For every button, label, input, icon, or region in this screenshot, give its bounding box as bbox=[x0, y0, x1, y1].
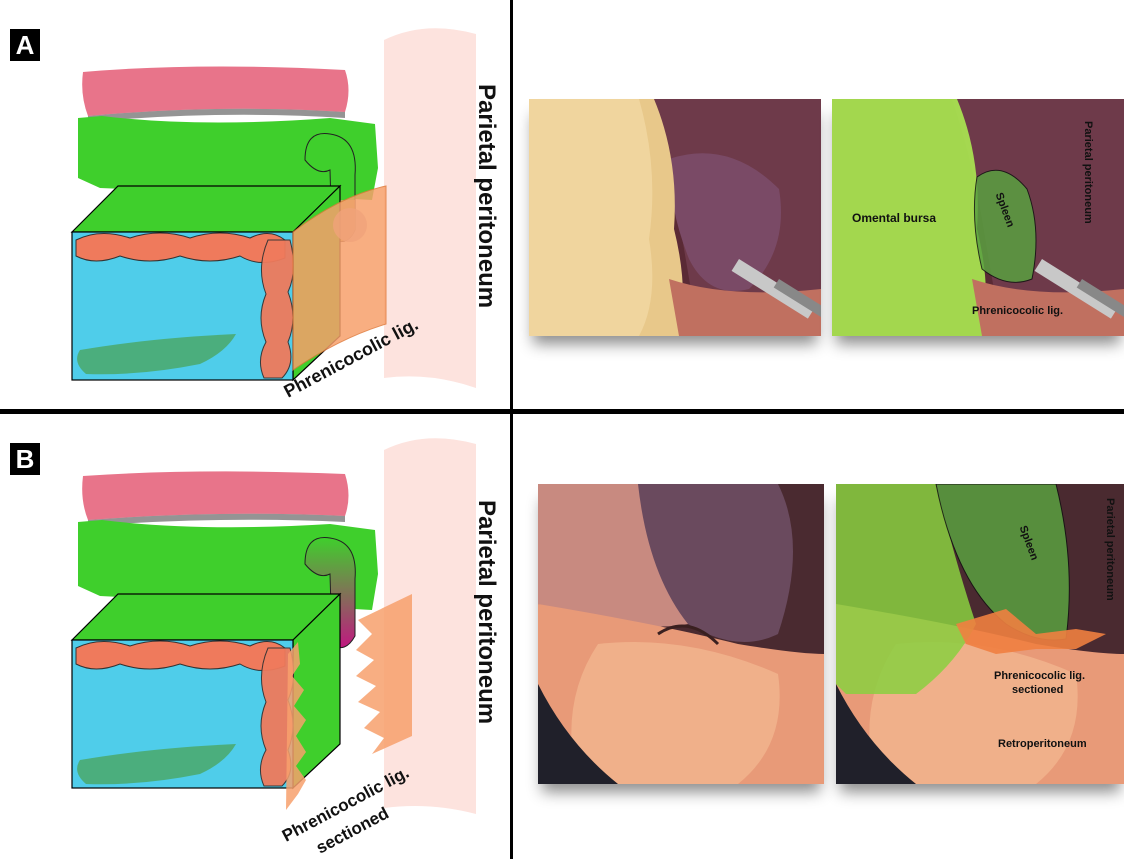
phrenicocolic-label-photo-a: Phrenicocolic lig. bbox=[972, 305, 1063, 317]
stomach-shape bbox=[82, 66, 348, 116]
diagram-b: Phrenicocolic lig. sectioned bbox=[0, 414, 510, 859]
colon-vertical bbox=[260, 240, 293, 378]
parietal-peritoneum-label-photo-a: Parietal peritoneum bbox=[1082, 121, 1094, 224]
diagram-a: Phrenicocolic lig. bbox=[0, 0, 510, 409]
phrenicocolic-label-photo-b-line2: sectioned bbox=[1012, 684, 1063, 696]
retroperitoneum-label: Retroperitoneum bbox=[998, 738, 1087, 750]
parietal-peritoneum-label-photo-b: Parietal peritoneum bbox=[1104, 498, 1116, 601]
photo-b-raw bbox=[538, 484, 824, 784]
omental-bursa-label: Omental bursa bbox=[852, 211, 936, 225]
parietal-peritoneum-label-b: Parietal peritoneum bbox=[472, 500, 500, 724]
sectioned-ligament-right bbox=[356, 594, 412, 754]
parietal-peritoneum-label-a: Parietal peritoneum bbox=[472, 84, 500, 308]
vertical-divider bbox=[510, 0, 513, 859]
photo-a-annotated: Omental bursa Spleen Parietal peritoneum… bbox=[832, 99, 1124, 336]
photo-b-annotated: Spleen Parietal peritoneum Phrenicocolic… bbox=[836, 484, 1124, 784]
stomach-shape bbox=[82, 471, 348, 520]
phrenicocolic-label-photo-b-line1: Phrenicocolic lig. bbox=[994, 670, 1085, 682]
photo-a-raw bbox=[529, 99, 821, 336]
